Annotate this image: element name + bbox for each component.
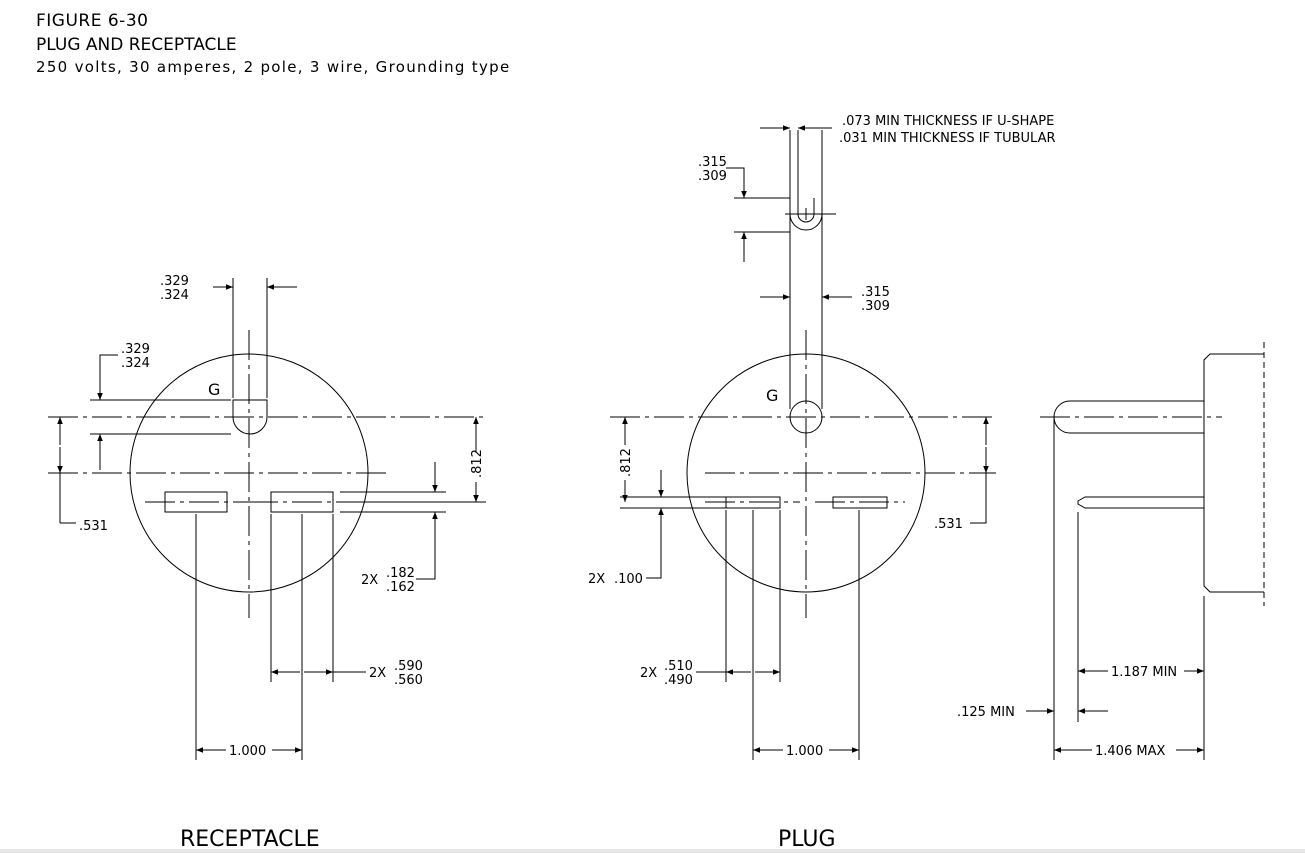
dim-receptacle-g-height-upper: .329 (121, 342, 150, 357)
dim-plug-blade-spacing: 1.000 (786, 744, 823, 759)
plug-ground-label: G (766, 386, 778, 405)
dim-plug-pin-width-upper: .315 (861, 285, 890, 300)
dim-receptacle-slot-height-prefix: 2X (361, 573, 378, 588)
plug-pin-u-section (789, 198, 823, 231)
bottom-rule (0, 849, 1305, 853)
dim-receptacle-slot-width-prefix: 2X (369, 666, 386, 681)
dim-plug-center-to-g: .531 (934, 517, 963, 532)
dim-plug-pin-width-lower: .309 (861, 299, 890, 314)
dim-receptacle-slot-width-lower: .560 (394, 673, 423, 688)
plug-pin-u-inner (797, 198, 815, 223)
receptacle-view: .329 .324 .329 .324 .531 .812 2X .182 .1… (48, 274, 486, 852)
dim-plug-pin-dia-upper: .315 (698, 155, 727, 170)
dim-plug-blade-thickness: .100 (614, 572, 643, 587)
dim-plug-blade-thickness-prefix: 2X (588, 572, 605, 587)
dim-receptacle-g-height-lower: .324 (121, 356, 150, 371)
dim-plug-blade-width-lower: .490 (664, 673, 693, 688)
plug-view: .073 MIN THICKNESS IF U-SHAPE .031 MIN T… (588, 114, 1056, 852)
dim-receptacle-g-to-slots: .812 (470, 449, 485, 478)
dim-plug-thickness-u: .073 MIN THICKNESS IF U-SHAPE (842, 114, 1054, 129)
receptacle-caption: RECEPTACLE (180, 827, 320, 852)
receptacle-ground-label: G (208, 380, 220, 399)
dim-receptacle-slot-height-upper: .182 (386, 566, 415, 581)
dim-side-pin-length: 1.406 MAX (1095, 744, 1165, 759)
dim-receptacle-g-width-upper: .329 (160, 274, 189, 289)
dim-plug-blade-width-prefix: 2X (640, 666, 657, 681)
dim-plug-blade-width-upper: .510 (664, 659, 693, 674)
dim-receptacle-slot-spacing: 1.000 (229, 744, 266, 759)
figure-spec: 250 volts, 30 amperes, 2 pole, 3 wire, G… (36, 58, 511, 76)
figure-title: PLUG AND RECEPTACLE (36, 35, 237, 55)
receptacle-ground-slot (232, 399, 268, 435)
plug-side-body (1203, 353, 1264, 593)
figure-number: FIGURE 6-30 (36, 11, 149, 31)
dim-plug-g-to-blades: .812 (619, 448, 634, 477)
dim-plug-thickness-tube: .031 MIN THICKNESS IF TUBULAR (839, 131, 1056, 146)
dim-receptacle-center-to-g: .531 (79, 519, 108, 534)
dim-receptacle-g-width-lower: .324 (160, 288, 189, 303)
dim-plug-pin-dia-lower: .309 (698, 169, 727, 184)
plug-caption: PLUG (778, 827, 836, 852)
plug-side-blade (1077, 496, 1204, 509)
dim-receptacle-slot-width-upper: .590 (394, 659, 423, 674)
plug-side-view: 1.187 MIN .125 MIN 1.406 MAX (957, 342, 1265, 760)
dim-receptacle-slot-height-lower: .162 (386, 580, 415, 595)
dim-side-blade-length: 1.187 MIN (1111, 665, 1177, 680)
dim-side-tip-radius: .125 MIN (957, 705, 1015, 720)
